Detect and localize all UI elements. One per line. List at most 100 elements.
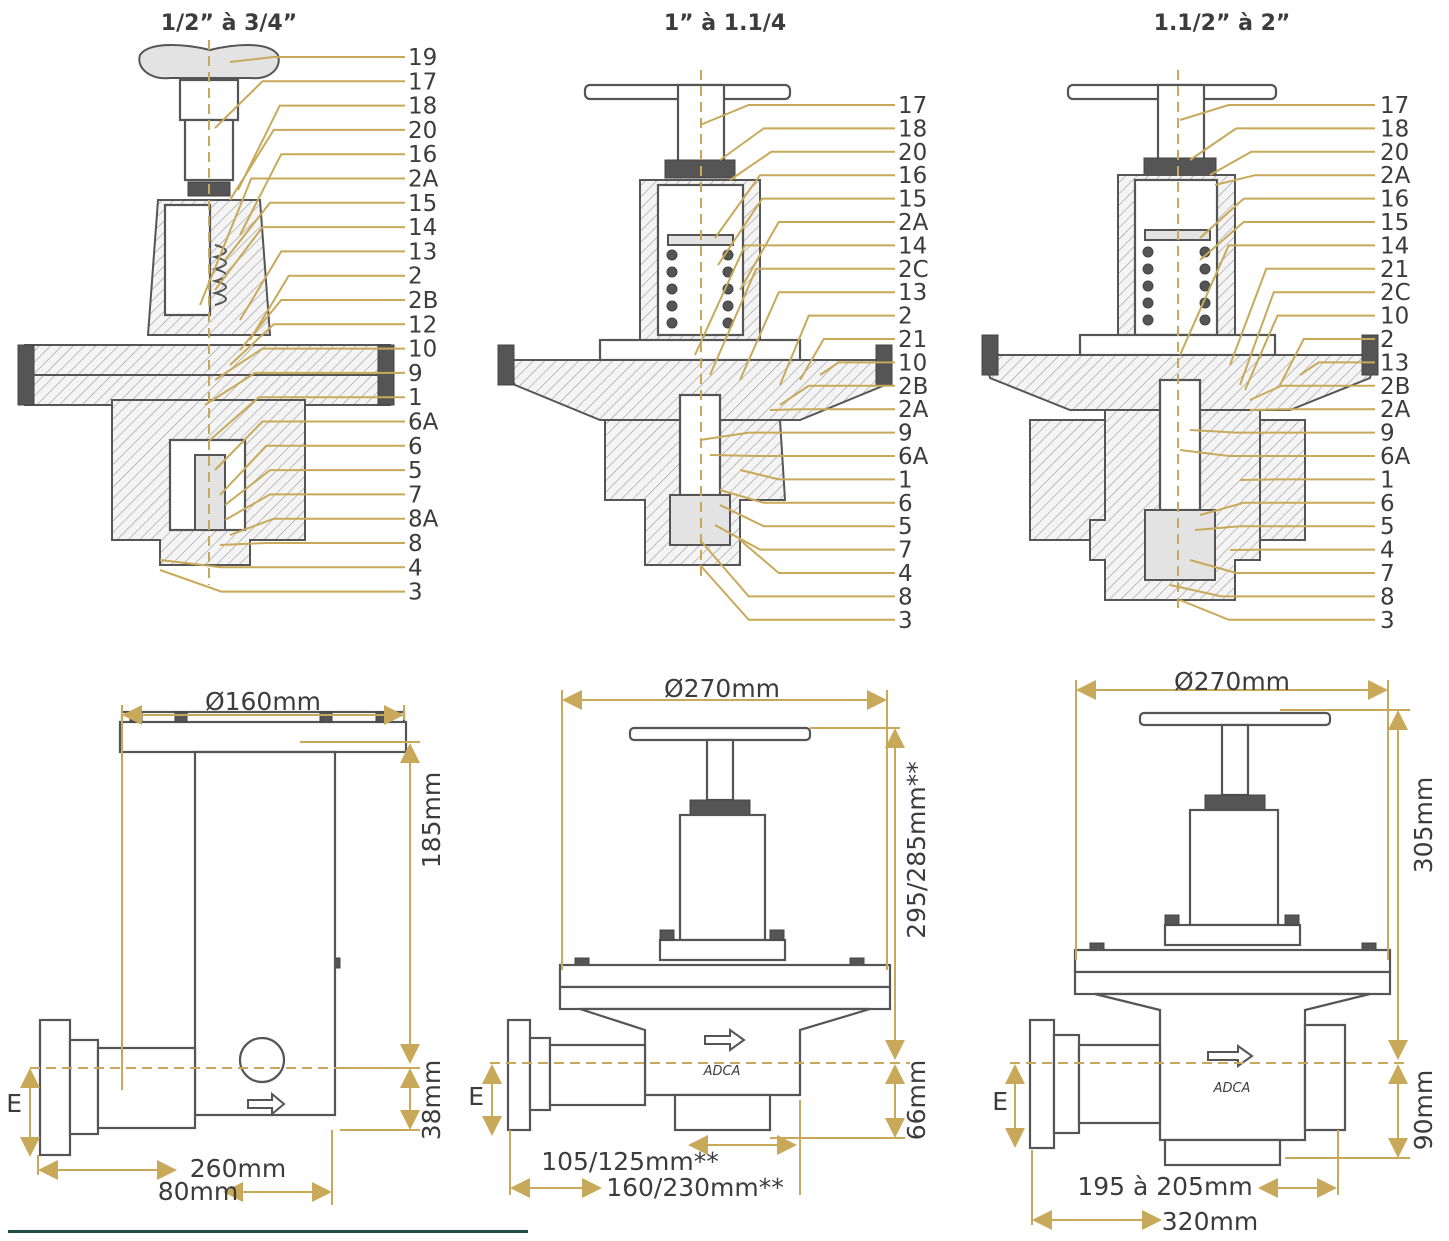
callout-leader	[230, 130, 405, 200]
callout-label-5: 5	[1380, 514, 1395, 540]
callout-label-2a: 2A	[408, 167, 439, 193]
callout-label-3: 3	[1380, 608, 1395, 634]
logo-dim-2: ADCA	[703, 1064, 741, 1079]
callout-label-3: 3	[898, 608, 913, 634]
callout-label-18: 18	[898, 116, 927, 142]
callout-label-2: 2	[408, 264, 423, 290]
dim-1-e: E	[6, 1089, 22, 1118]
callout-leader	[1210, 152, 1375, 175]
callout-label-2b: 2B	[1380, 374, 1410, 400]
callout-label-10: 10	[898, 350, 927, 376]
dimension-view-1: ADCA	[40, 712, 406, 1155]
callout-label-6: 6	[408, 434, 423, 460]
dim-3-e: E	[992, 1087, 1008, 1116]
dim-2-e: E	[468, 1082, 484, 1111]
dim-2-len2: 160/230mm**	[606, 1173, 784, 1202]
callout-label-12: 12	[408, 312, 437, 338]
callout-label-9: 9	[1380, 421, 1395, 447]
callout-label-5: 5	[408, 458, 423, 484]
callout-label-15: 15	[1380, 210, 1409, 236]
dim-2-diameter: Ø270mm	[664, 674, 780, 703]
callout-label-2a: 2A	[1380, 163, 1411, 189]
callout-label-6a: 6A	[898, 444, 929, 470]
callout-leader	[250, 276, 405, 340]
dimension-view-2: ADCA	[508, 728, 890, 1130]
callout-label-9: 9	[898, 421, 913, 447]
callout-label-17: 17	[408, 69, 437, 95]
callout-label-17: 17	[898, 93, 927, 119]
callout-leader	[1215, 175, 1375, 185]
callout-label-4: 4	[898, 561, 913, 587]
callout-label-8: 8	[898, 584, 913, 610]
callout-leader	[240, 154, 405, 235]
callout-label-7: 7	[408, 482, 423, 508]
callout-label-2a: 2A	[1380, 397, 1411, 423]
callout-leader	[1250, 409, 1375, 410]
callout-label-13: 13	[898, 280, 927, 306]
callout-leader	[740, 222, 895, 290]
callout-label-2b: 2B	[408, 288, 438, 314]
dim-3-low: 90mm	[1409, 1070, 1438, 1151]
dim-1-diameter: Ø160mm	[205, 687, 321, 716]
callout-leader	[1180, 600, 1375, 620]
callout-label-21: 21	[1380, 257, 1409, 283]
callout-label-15: 15	[408, 191, 437, 217]
callout-leader	[1190, 128, 1375, 160]
callout-label-15: 15	[898, 187, 927, 213]
callout-leader	[715, 525, 895, 550]
logo-dim-3: ADCA	[1213, 1081, 1251, 1096]
dim-3-len1: 195 à 205mm	[1077, 1172, 1252, 1201]
title-size-3: 1.1/2” à 2”	[1154, 11, 1291, 36]
callout-label-2b: 2B	[898, 374, 928, 400]
dim-2-len1: 105/125mm**	[541, 1147, 719, 1176]
callout-label-5: 5	[898, 514, 913, 540]
callout-label-1: 1	[1380, 467, 1395, 493]
callout-label-2c: 2C	[898, 257, 929, 283]
callout-label-6a: 6A	[1380, 444, 1411, 470]
dim-3-len2: 320mm	[1162, 1207, 1258, 1236]
dim-2-low: 66mm	[902, 1060, 931, 1141]
callout-label-16: 16	[408, 142, 437, 168]
callout-leader	[710, 455, 895, 456]
dim-1-height: 185mm	[417, 772, 446, 868]
dim-3-height: 305mm	[1409, 777, 1438, 873]
callout-label-10: 10	[408, 337, 437, 363]
callout-leader	[770, 409, 895, 410]
dimension-view-3: ADCA	[1030, 713, 1390, 1165]
callout-leader	[220, 543, 405, 545]
callout-label-6: 6	[1380, 491, 1395, 517]
callout-leader	[1180, 105, 1375, 120]
dim-1-len2: 80mm	[158, 1177, 239, 1206]
callout-label-16: 16	[1380, 187, 1409, 213]
callout-label-6a: 6A	[408, 410, 439, 436]
callout-label-14: 14	[898, 233, 927, 259]
callout-label-1: 1	[898, 467, 913, 493]
callout-leader	[160, 570, 405, 592]
callout-label-18: 18	[408, 94, 437, 120]
callout-label-8a: 8A	[408, 507, 439, 533]
callout-label-13: 13	[408, 239, 437, 265]
callout-label-8: 8	[408, 531, 423, 557]
dim-2-height: 295/285mm**	[902, 761, 931, 939]
callout-label-13: 13	[1380, 350, 1409, 376]
callout-leader	[1240, 479, 1375, 480]
dim-3-diameter: Ø270mm	[1174, 667, 1290, 696]
callout-label-16: 16	[898, 163, 927, 189]
callout-label-9: 9	[408, 361, 423, 387]
callout-leader	[740, 540, 895, 573]
callout-label-8: 8	[1380, 584, 1395, 610]
callout-leader	[700, 105, 895, 125]
callout-label-21: 21	[898, 327, 927, 353]
callout-label-2: 2	[1380, 327, 1395, 353]
callout-leader	[720, 128, 895, 160]
callout-label-20: 20	[408, 118, 437, 144]
footer-rule	[8, 1230, 528, 1233]
callout-label-7: 7	[898, 538, 913, 564]
callout-label-14: 14	[1380, 233, 1409, 259]
callout-label-17: 17	[1380, 93, 1409, 119]
callout-label-10: 10	[1380, 304, 1409, 330]
dim-1-low: 38mm	[417, 1060, 446, 1141]
callout-label-4: 4	[408, 555, 423, 581]
